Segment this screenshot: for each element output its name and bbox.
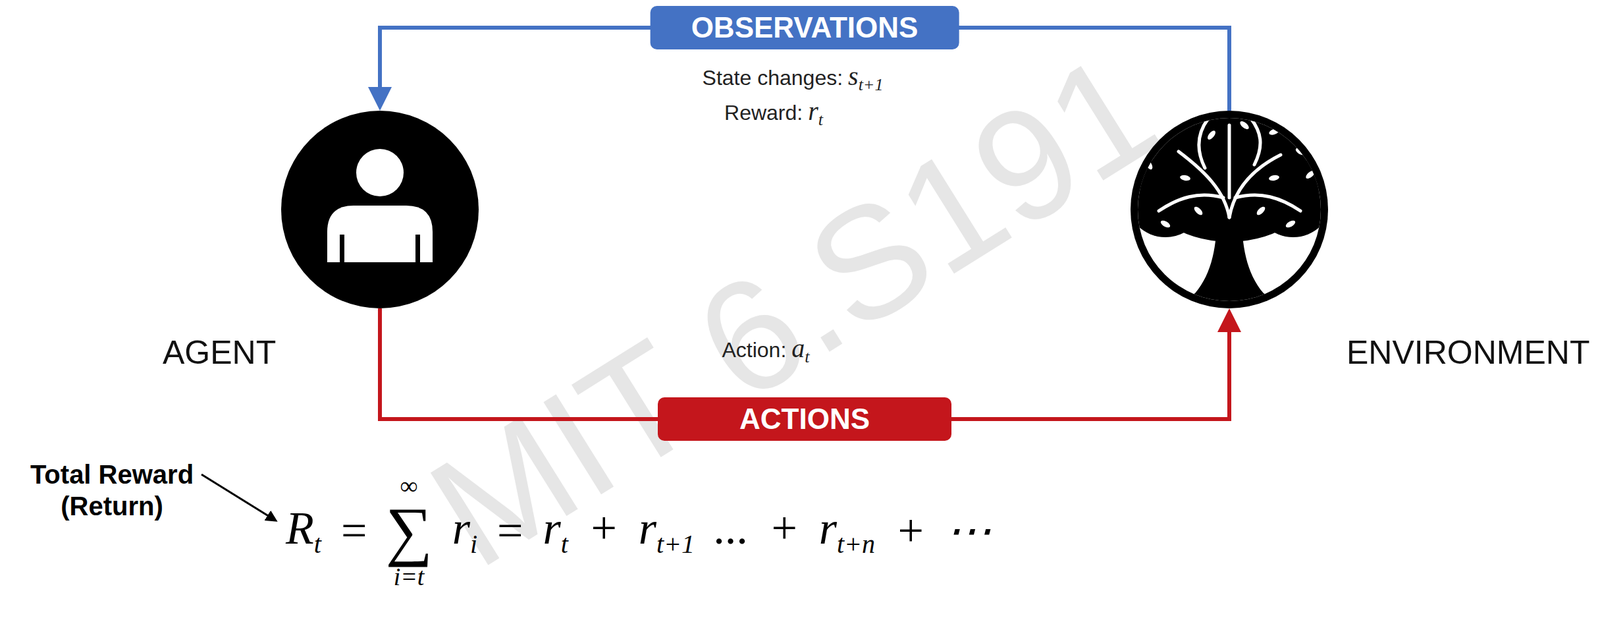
tree-canopy <box>1125 158 1205 238</box>
formula-term: ... + rt+n <box>714 505 876 558</box>
math-subscript: t <box>560 528 569 559</box>
person-arm-gap <box>339 234 345 263</box>
math-symbol: r <box>543 502 561 554</box>
math-subscript: t+1 <box>656 528 695 559</box>
math-symbol: r <box>807 96 819 126</box>
math-subscript: t <box>804 346 810 367</box>
math-symbol: + r <box>587 502 657 554</box>
math-symbol: s <box>848 61 859 91</box>
tree-branches <box>1158 118 1301 218</box>
math-operator: = <box>341 507 367 554</box>
math-symbol: R <box>285 502 315 554</box>
formula-term: ri <box>452 505 478 558</box>
math-subscript: i <box>470 528 478 559</box>
math-symbol: ... + r <box>714 502 837 554</box>
circle-fill <box>1130 110 1329 309</box>
person-icon <box>327 148 433 263</box>
formula-term: rt <box>543 505 569 558</box>
person-arm-gap <box>415 234 421 263</box>
sum-block: ∞∑i=t <box>385 472 432 589</box>
callout-text: Total Reward (Return) <box>6 458 218 522</box>
observation-note: Reward:rt <box>724 95 824 130</box>
return-formula: Rt = ∞∑i=t ri = rt + rt+1 ... + rt+n + ⋯ <box>285 464 992 597</box>
tree-canopy <box>1137 103 1322 242</box>
note-text: Reward: <box>724 100 803 125</box>
math-subscript: t <box>818 109 824 130</box>
action-note: Action:at <box>721 332 810 367</box>
edge-label-pill: OBSERVATIONS <box>650 5 960 50</box>
math-subscript: t+1 <box>858 75 884 95</box>
circle-outline <box>281 110 479 309</box>
formula-term: + rt+1 <box>587 505 695 558</box>
edge-label-pill: ACTIONS <box>657 397 952 441</box>
sum-limit: i=t <box>393 563 425 589</box>
math-symbol: r <box>452 502 471 554</box>
math-symbol: + ⋯ <box>894 505 992 556</box>
tree-ground <box>1130 110 1329 309</box>
node-label: ENVIRONMENT <box>1346 332 1590 373</box>
node-label: AGENT <box>162 332 276 373</box>
note-text: State changes: <box>702 65 843 90</box>
math-symbol: a <box>791 333 805 363</box>
circle-fill <box>281 110 479 309</box>
person-body <box>327 205 433 263</box>
observation-note: State changes:st+1 <box>702 60 884 95</box>
note-text: Action: <box>721 337 787 362</box>
tree-leaves <box>1144 117 1317 230</box>
math-operator: = <box>497 507 523 554</box>
tree-trunk <box>1145 197 1313 310</box>
sum-sign: ∑ <box>385 497 432 564</box>
node-circle: AGENT <box>281 110 479 309</box>
tree-canopy <box>1253 158 1333 238</box>
tree-icon <box>1125 103 1333 310</box>
node-circle: ENVIRONMENT <box>1130 110 1329 309</box>
math-subscript: t+n <box>836 528 876 559</box>
leader-arrow <box>201 474 273 519</box>
person-head <box>356 148 404 197</box>
formula-term: + ⋯ <box>894 507 992 554</box>
circle-outline <box>1130 110 1329 309</box>
formula-term: Rt <box>285 505 322 558</box>
math-subscript: t <box>314 528 322 559</box>
sum-limit: ∞ <box>399 472 418 498</box>
